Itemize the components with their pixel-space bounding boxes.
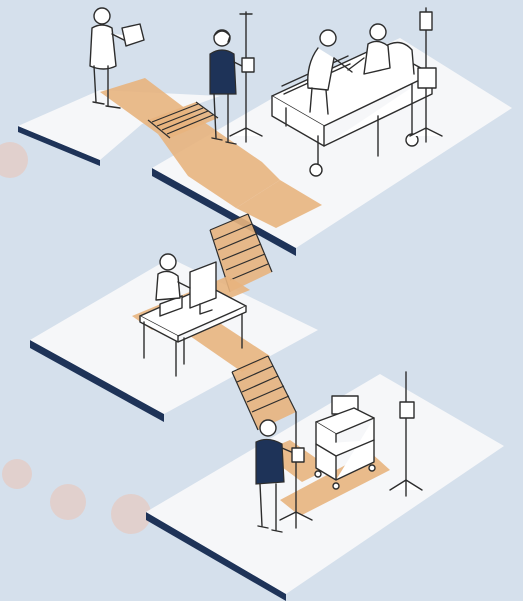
decor-circle	[0, 142, 28, 178]
decor-circle	[50, 484, 86, 520]
stairs-icon	[232, 356, 296, 430]
decor-circle	[111, 494, 151, 534]
decor-circle	[2, 459, 32, 489]
level-1-platform	[18, 38, 512, 256]
